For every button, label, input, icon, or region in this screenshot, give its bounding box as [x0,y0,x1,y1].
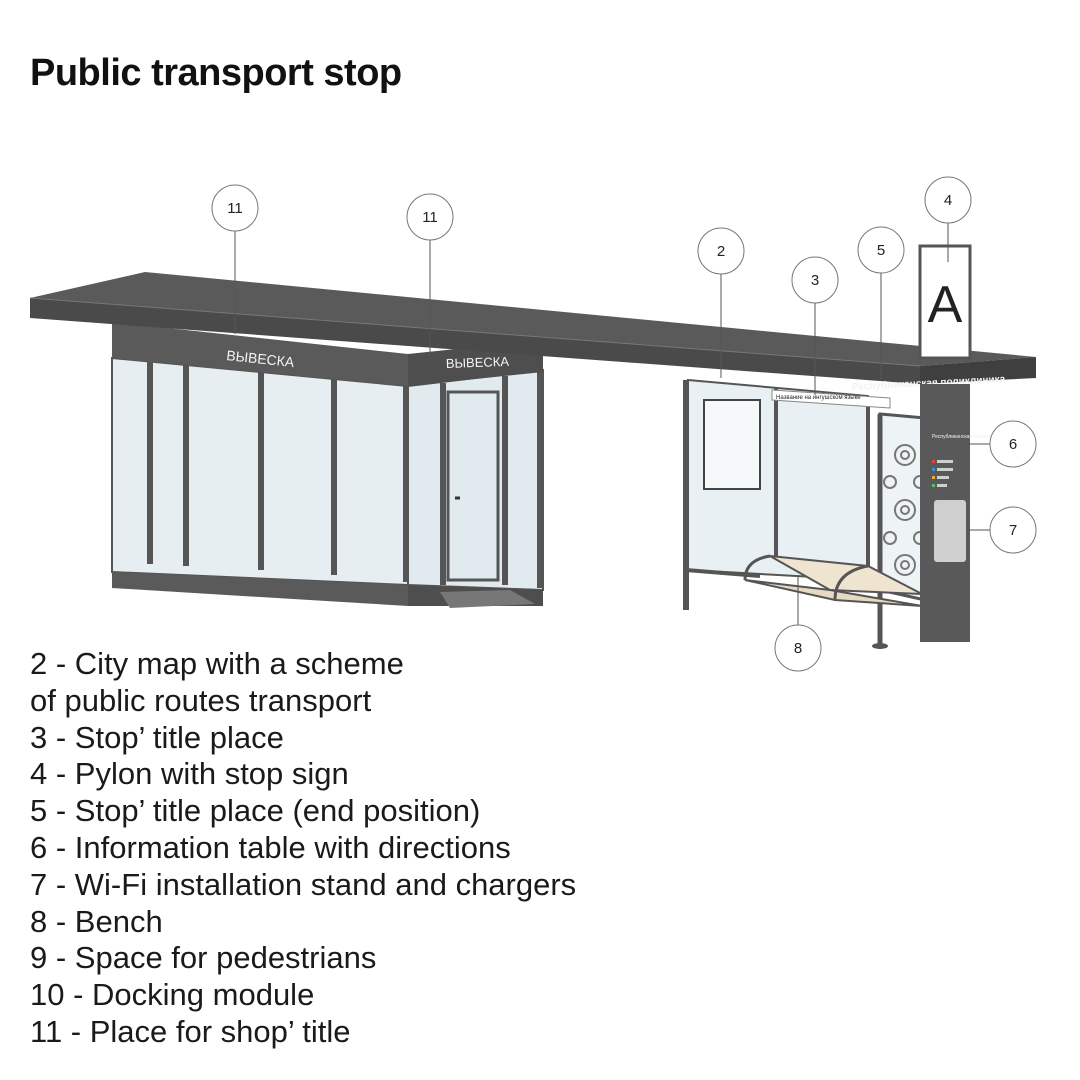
legend-item: 11 - Place for shop’ title [30,1013,351,1049]
pylon: А Республиканская поликлиника [918,244,1003,642]
wifi-charger-stand [934,500,966,562]
stop-subtitle-text: Название на ингушском языке [776,395,861,401]
callout-4: 4 [924,176,972,224]
legend-item: 5 - Stop’ title place (end position) [30,793,481,829]
svg-text:6: 6 [1009,436,1017,453]
legend-item: 2 - City map with a scheme [30,646,404,681]
leader-lines [234,223,990,625]
legend-item: 8 - Bench [30,903,163,939]
callout-2: 2 [697,227,745,275]
svg-text:7: 7 [1009,522,1017,539]
roof-front [30,298,920,384]
kiosk-frames [147,362,543,588]
svg-text:8: 8 [794,640,802,657]
legend-item: 4 - Pylon with stop sign [30,756,349,792]
callout-11a: 11 [211,184,259,232]
kiosk-glass-side [407,368,544,592]
callouts: 11 11 2 3 5 4 6 7 8 [211,176,1037,672]
kiosk-sign-2: ВЫВЕСКА [446,354,510,371]
info-table-lines [932,460,953,487]
shelter: Название на ингушском языке [683,378,927,649]
stop-title-band [771,389,891,409]
svg-text:11: 11 [227,200,243,217]
legend-item: 9 - Space for pedestrians [30,940,377,976]
kiosk-sign-band [112,322,408,386]
kiosk-base [112,572,408,606]
roof: Республиканская поликлиника [29,272,1036,393]
pylon-sign-box [918,244,972,360]
city-map-panel [703,399,761,490]
legend-item: 6 - Information table with directions [30,829,511,865]
roof-top [30,272,1036,366]
legend-item: 10 - Docking module [30,977,315,1013]
legend-item: 3 - Stop’ title place [30,719,284,755]
legend: 2 - City map with a scheme of public rou… [30,646,576,1051]
kiosk-door [446,390,500,582]
roof-side [920,357,1036,384]
legend-item: of public routes transport [30,682,372,718]
page-title: Public transport stop [30,52,402,94]
svg-text:2: 2 [717,243,725,260]
callout-3: 3 [791,256,839,304]
legend-item: 7 - Wi-Fi installation stand and charger… [30,866,577,902]
callout-8: 8 [774,624,822,672]
kiosk-sign-1: ВЫВЕСКА [226,347,296,370]
shop-kiosk: ВЫВЕСКА ВЫВЕСКА [111,322,544,608]
info-table-title: Республиканская поликлиника [932,434,1003,440]
kiosk-ramp [440,590,535,608]
callout-6: 6 [989,420,1037,468]
svg-text:5: 5 [877,242,885,259]
svg-text:4: 4 [944,192,952,209]
pylon-letter: А [928,276,963,334]
callout-7: 7 [989,506,1037,554]
svg-text:11: 11 [422,209,438,226]
svg-text:3: 3 [811,272,819,289]
callout-5: 5 [857,226,905,274]
callout-11b: 11 [406,193,454,241]
